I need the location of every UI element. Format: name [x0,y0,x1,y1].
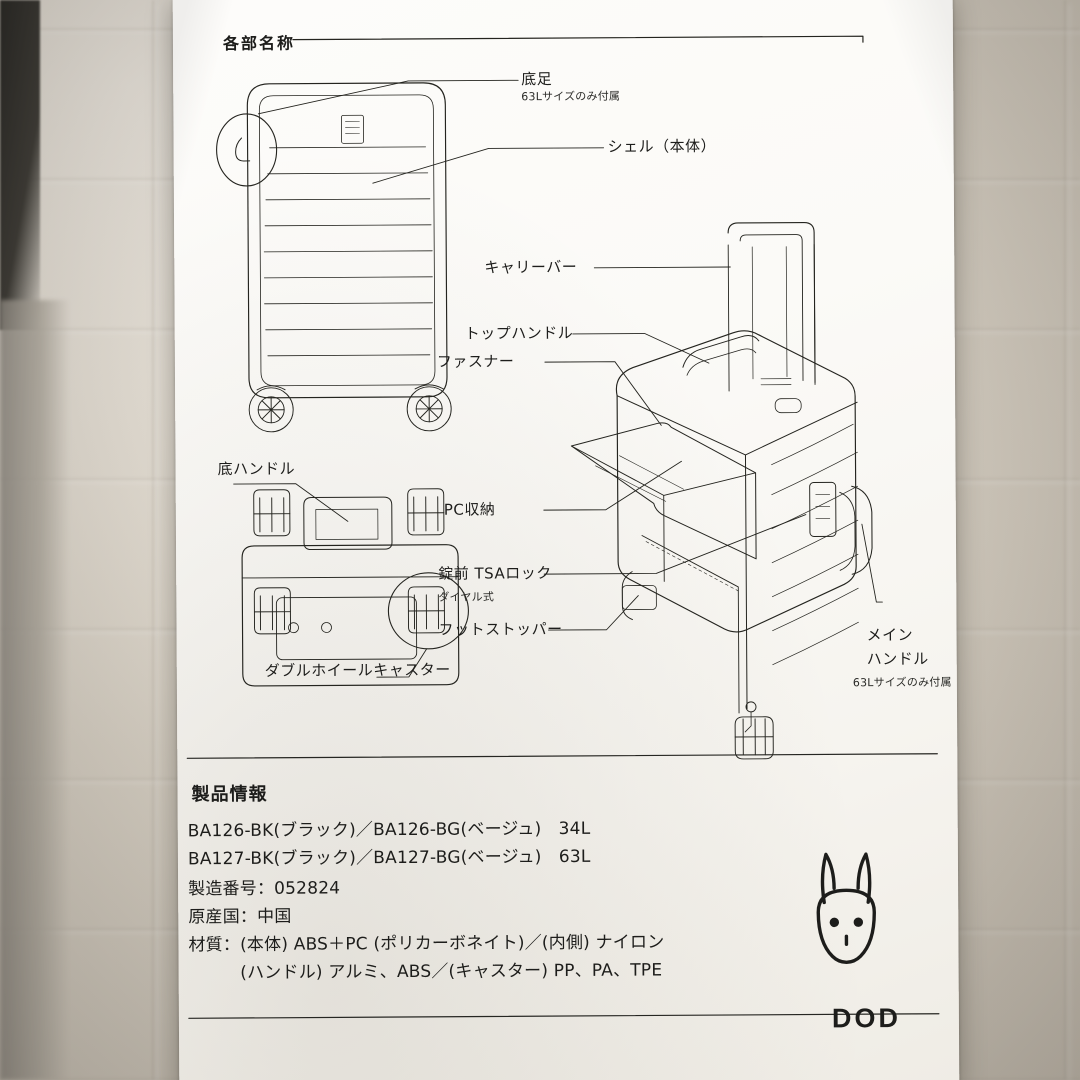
label-bottom-handle: 底ハンドル [217,459,296,479]
diagram-artwork [186,35,940,1019]
label-bottom-foot: 底足 [521,70,553,89]
rabbit-logo-icon [816,852,876,964]
dark-corner-shadow [0,0,40,330]
label-tsa-lock-note: ダイヤル式 [438,590,495,604]
label-double-wheel-caster: ダブルホイールキャスター [264,660,451,680]
label-foot-stopper: フットストッパー [438,620,563,639]
product-info-line-4: 原産国：中国 [188,906,292,928]
instruction-sheet: 各部名称 底足 63Lサイズのみ付属 シェル（本体） キャリーバー トップハンド… [172,0,960,1080]
label-carry-bar: キャリーバー [484,257,578,277]
floor-edge [0,300,70,1080]
product-info-line-1: BA126-BK(ブラック)／BA126-BG(ベージュ) 34L [187,818,591,842]
product-info-line-2: BA127-BK(ブラック)／BA127-BG(ベージュ) 63L [187,846,591,870]
label-top-handle: トップハンドル [464,323,574,343]
label-main-handle-note: 63Lサイズのみ付属 [852,675,952,690]
product-info-heading: 製品情報 [191,783,268,806]
section-title: 各部名称 [222,33,296,54]
product-info-line-5: 材質：(本体) ABS＋PC (ポリカーボネイト)／(内側) ナイロン [188,932,665,956]
brand-wordmark: DOD [831,1002,902,1034]
label-bottom-foot-note: 63Lサイズのみ付属 [521,89,621,104]
label-fastener: ファスナー [436,352,515,371]
label-main-handle-line2: ハンドル [866,649,929,669]
label-pc-storage: PC収納 [443,500,496,519]
product-info-line-3: 製造番号：052824 [188,878,341,900]
label-shell: シェル（本体） [607,137,717,156]
product-info-line-6: (ハンドル) アルミ、ABS／(キャスター) PP、PA、TPE [188,960,663,984]
label-tsa-lock: 錠前 TSAロック [438,564,552,583]
label-main-handle-line1: メイン [866,625,914,645]
